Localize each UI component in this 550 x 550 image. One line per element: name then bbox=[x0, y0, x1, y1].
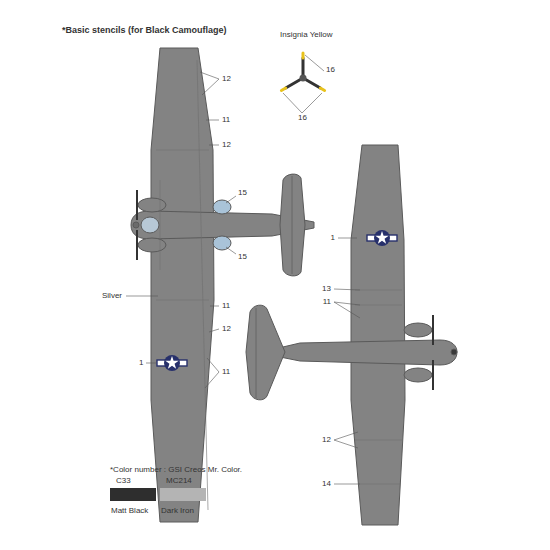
callout-number: 12 bbox=[222, 324, 231, 334]
legend-label: Dark Iron bbox=[161, 506, 194, 516]
caption: *Color number : GSI Creos Mr. Color. bbox=[110, 465, 242, 475]
callout-number: 16 bbox=[326, 65, 335, 75]
callout-number: 16 bbox=[298, 113, 307, 123]
leader-lines bbox=[126, 55, 360, 484]
propeller bbox=[281, 53, 324, 91]
callout-number: 11 bbox=[323, 297, 331, 307]
top-view bbox=[131, 48, 314, 522]
callout-number: 11 bbox=[222, 301, 230, 311]
color-swatch bbox=[160, 488, 206, 501]
note-label: C33 bbox=[116, 476, 131, 486]
callout-number: 11 bbox=[222, 367, 230, 377]
title: *Basic stencils (for Black Camouflage) bbox=[62, 25, 227, 35]
callout-number: 1 bbox=[331, 233, 335, 243]
callout-number: 12 bbox=[222, 140, 231, 150]
callout-number: 12 bbox=[222, 74, 231, 84]
legend-label: Matt Black bbox=[111, 506, 148, 516]
note-label: Insignia Yellow bbox=[280, 30, 332, 40]
callout-number: 14 bbox=[322, 479, 331, 489]
callout-number: 13 bbox=[322, 284, 331, 294]
callout-number: 12 bbox=[322, 435, 331, 445]
callout-number: 15 bbox=[238, 188, 247, 198]
note-label: MC214 bbox=[166, 476, 192, 486]
callout-number: 1 bbox=[139, 358, 143, 368]
bottom-view bbox=[246, 145, 457, 525]
note-label: Silver bbox=[102, 291, 122, 301]
callout-number: 11 bbox=[222, 115, 230, 125]
callout-number: 15 bbox=[238, 252, 247, 262]
color-swatch bbox=[110, 488, 156, 501]
